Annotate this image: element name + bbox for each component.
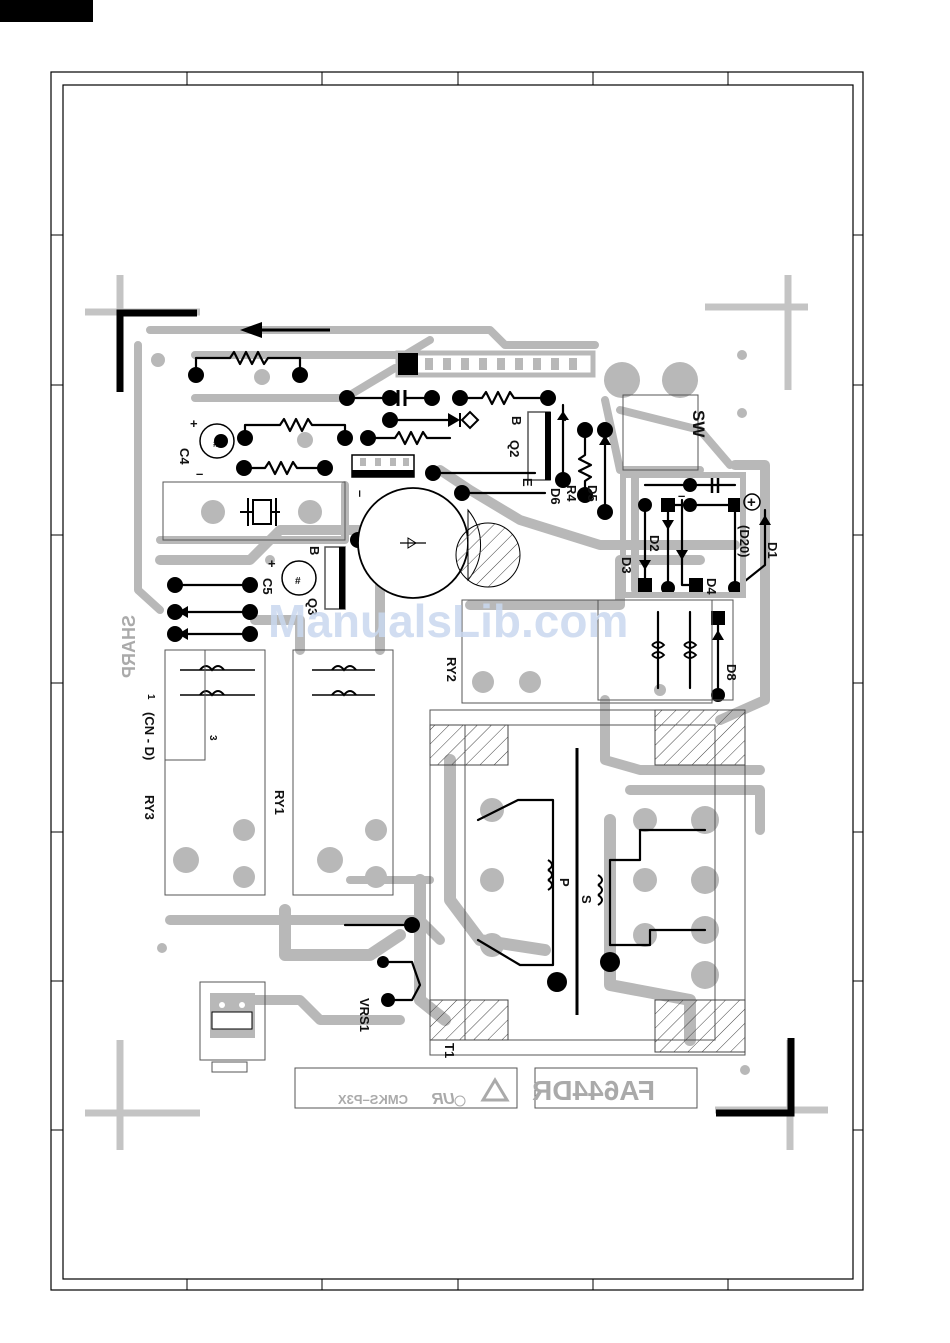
- label-d4: D4: [704, 578, 719, 595]
- label-d1: D1: [765, 542, 780, 559]
- label-cnd-pin3: 3: [207, 735, 218, 741]
- label-plus-c5: +: [268, 556, 276, 571]
- label-sharp: SHARP: [119, 615, 139, 678]
- label-ry2: RY2: [444, 657, 459, 682]
- label-d8: D8: [724, 664, 739, 681]
- silkscreen-text: SHARP FA644DR CMKS–P3X UR: [119, 615, 655, 1108]
- label-plus-c4: +: [190, 416, 198, 431]
- label-ry1: RY1: [272, 790, 287, 815]
- label-r4: R4: [564, 485, 579, 502]
- label-q2-e: E: [520, 478, 535, 487]
- label-cmks: CMKS–P3X: [338, 1092, 408, 1107]
- label-cnd: (CN - D): [142, 712, 157, 760]
- label-sw: SW: [689, 410, 708, 438]
- header-tab: [0, 0, 93, 22]
- label-minus-c4: –: [196, 466, 203, 481]
- label-minus-bigcap: –: [353, 490, 368, 497]
- label-p: P: [557, 878, 572, 887]
- label-q3-b: B: [307, 546, 322, 555]
- label-cnd-pin1: 1: [145, 694, 156, 700]
- arrow-left-icon: [240, 322, 330, 338]
- label-d2: D2: [647, 535, 662, 552]
- svg-text:#: #: [295, 576, 301, 587]
- label-c4: C4: [177, 448, 192, 465]
- label-ry3: RY3: [142, 795, 157, 820]
- label-minus-d: –: [678, 488, 685, 503]
- label-d6: D6: [548, 488, 563, 505]
- label-d5: D5: [585, 485, 600, 502]
- label-ur: UR: [431, 1091, 455, 1108]
- label-vrs1: VRS1: [357, 998, 372, 1032]
- label-d3: D3: [619, 557, 634, 574]
- label-q2-b: B: [509, 416, 524, 425]
- watermark: ManualsLib.com: [268, 595, 628, 647]
- label-q2: Q2: [507, 440, 522, 457]
- header-connector: [398, 353, 593, 375]
- label-s: S: [579, 895, 594, 904]
- label-c5: C5: [260, 578, 275, 595]
- label-board-code: FA644DR: [532, 1075, 655, 1106]
- label-d20: (D20): [737, 525, 752, 558]
- label-t1: T1: [442, 1043, 457, 1058]
